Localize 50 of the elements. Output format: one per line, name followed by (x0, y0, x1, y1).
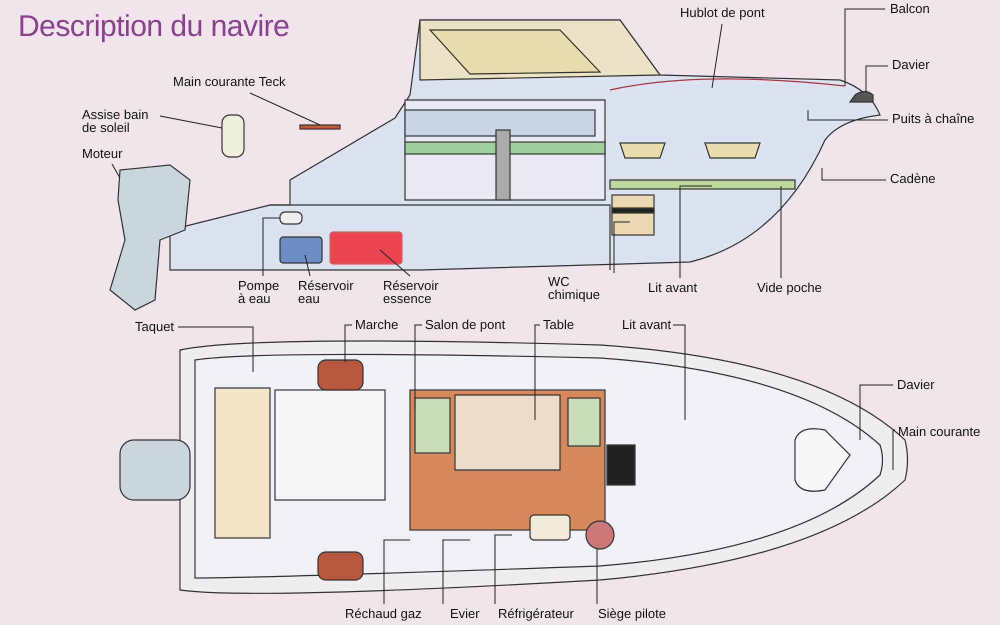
leader-line (596, 548, 598, 604)
part-label: Evier (450, 607, 480, 620)
part-label: Pompe à eau (238, 279, 283, 305)
leader-line (494, 534, 512, 604)
part-label: Vide poche (757, 281, 822, 294)
leader-line (534, 324, 540, 420)
leader-line (384, 540, 410, 604)
leader-line (860, 384, 894, 440)
leader-line (866, 66, 888, 92)
leader-line (614, 222, 630, 274)
part-label: Marche (355, 318, 398, 331)
leader-line (250, 92, 320, 126)
part-label: Lit avant (648, 281, 698, 294)
part-label: Lit avant (622, 318, 672, 331)
part-label: Table (543, 318, 574, 331)
leader-line (414, 324, 422, 410)
part-label: Salon de pont (425, 318, 506, 331)
leader-line (160, 116, 222, 128)
part-label: Réservoir eau (298, 279, 363, 305)
leader-line (304, 254, 310, 276)
part-label: Hublot de pont (680, 6, 765, 19)
leader-line (822, 168, 886, 180)
leader-line (672, 324, 686, 420)
part-label: Davier (892, 58, 930, 71)
part-label: Réservoir essence (383, 279, 458, 305)
leader-line (712, 24, 722, 88)
leader-line (680, 186, 712, 278)
title: Description du navire (18, 10, 290, 44)
part-label: Puits à chaîne (892, 112, 974, 125)
part-label: Assise bain de soleil (82, 108, 162, 134)
part-label: Balcon (890, 2, 930, 15)
part-label: WC chimique (548, 275, 608, 301)
leader-line (844, 8, 886, 86)
part-label: Main courante Teck (173, 75, 286, 88)
part-label: Cadène (890, 172, 936, 185)
part-label: Réfrigérateur (498, 607, 574, 620)
leader-line (262, 218, 280, 276)
part-label: Davier (897, 378, 935, 391)
leader-line (112, 164, 120, 178)
part-label: Moteur (82, 147, 122, 160)
leader-line (780, 186, 782, 278)
leader-line (178, 326, 254, 372)
leader-line (892, 430, 896, 470)
leader-line (344, 324, 352, 362)
part-label: Réchaud gaz (345, 607, 422, 620)
part-label: Main courante (898, 425, 980, 438)
leader-line (442, 540, 470, 604)
part-label: Siège pilote (598, 607, 666, 620)
part-label: Taquet (135, 320, 174, 333)
leader-line (808, 110, 888, 120)
